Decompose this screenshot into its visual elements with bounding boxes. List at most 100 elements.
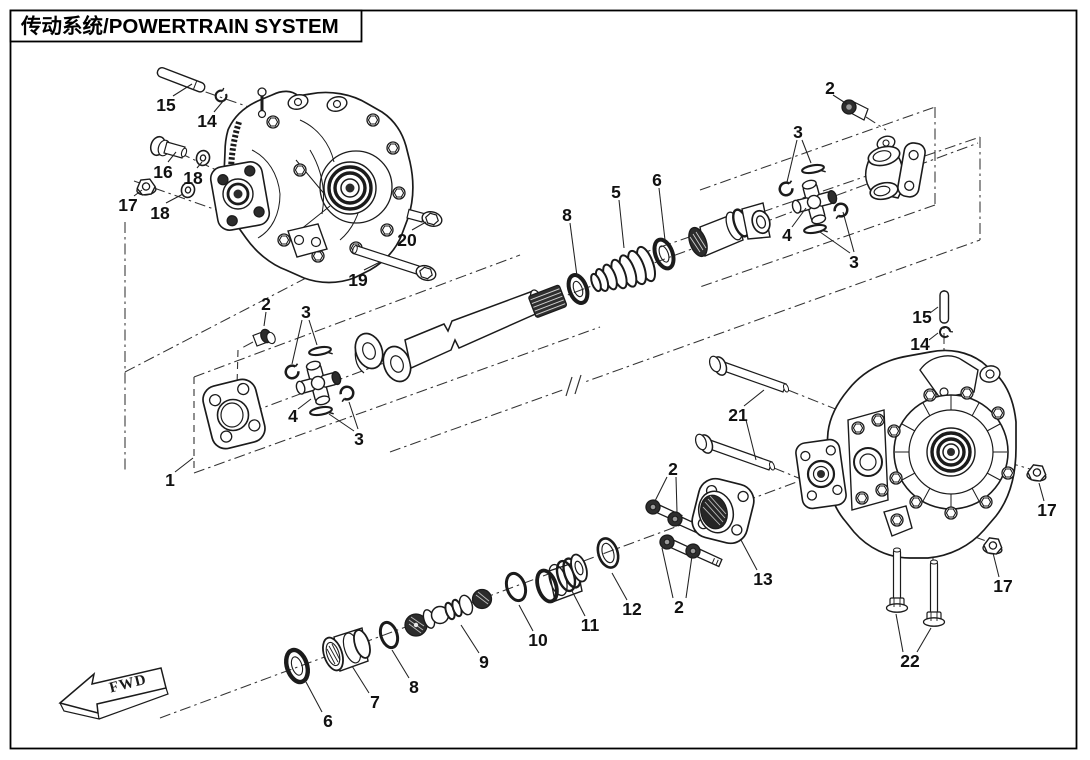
coupler-7 — [322, 627, 371, 672]
leader-line — [685, 555, 693, 599]
leader-line — [842, 211, 855, 253]
leader-line — [391, 649, 410, 679]
leader-line — [305, 681, 323, 713]
bolt-22-a — [885, 547, 909, 613]
leader-line — [328, 413, 355, 432]
leader-line — [213, 99, 225, 113]
leader-line — [801, 139, 812, 164]
bolt-2-left — [252, 328, 276, 347]
pin-15-left — [156, 66, 206, 93]
title-box — [9, 9, 363, 43]
callout-13: 13 — [753, 569, 773, 589]
break-symbol — [560, 374, 586, 397]
title-block: 传动系统/POWERTRAIN SYSTEM — [9, 9, 363, 43]
leader-line — [165, 193, 184, 204]
callout-3: 3 — [354, 429, 364, 449]
leader-line — [460, 624, 480, 654]
callout-4: 4 — [782, 225, 792, 245]
leader-line — [411, 221, 427, 231]
coupler-11 — [535, 553, 588, 604]
callout-2: 2 — [261, 294, 271, 314]
leader-line — [661, 547, 674, 599]
leader-line — [348, 401, 359, 430]
ring-8-upper — [566, 273, 590, 305]
callout-1: 1 — [165, 470, 175, 490]
leader-line — [791, 207, 807, 228]
callout-18: 18 — [150, 203, 170, 223]
callout-4: 4 — [288, 406, 298, 426]
ring-6-upper — [652, 237, 676, 271]
leader-line — [518, 604, 534, 632]
leader-line — [928, 332, 939, 341]
callout-21: 21 — [728, 405, 748, 425]
leader-line — [611, 572, 628, 601]
leader-line — [308, 319, 318, 346]
callout-6: 6 — [652, 170, 662, 190]
yoke-flange — [864, 135, 926, 201]
callout-14: 14 — [910, 334, 930, 354]
leader-line — [740, 539, 758, 571]
callout-10: 10 — [528, 630, 548, 650]
callout-11: 11 — [581, 615, 600, 635]
leader-line — [745, 419, 757, 461]
front-hardware — [135, 66, 445, 284]
callout-18: 18 — [183, 168, 203, 188]
leader-line — [819, 231, 851, 254]
leader-line — [196, 161, 203, 169]
leader-line — [1038, 482, 1045, 502]
leader-line — [675, 476, 678, 513]
bolt-22-b — [922, 559, 946, 627]
callout-9: 9 — [479, 652, 489, 672]
spline-end — [528, 284, 568, 318]
leader-line — [133, 189, 143, 197]
callout-20: 20 — [397, 230, 417, 250]
pin-15-right — [939, 290, 950, 324]
axle-parts-row — [284, 537, 620, 685]
bolt-16 — [149, 135, 188, 159]
leader-line — [172, 83, 193, 97]
callout-2: 2 — [668, 459, 678, 479]
leader-line — [832, 94, 848, 105]
callout-2: 2 — [825, 78, 835, 98]
leader-line — [569, 222, 578, 277]
leader-line — [992, 552, 1000, 578]
leader-line — [291, 319, 303, 365]
leader-line — [618, 199, 625, 249]
callout-3: 3 — [849, 252, 859, 272]
rear-gearbox-drawing — [795, 349, 1017, 559]
leader-line — [654, 476, 668, 502]
bolt-20 — [406, 208, 445, 230]
ring-12 — [596, 537, 620, 569]
callout-17: 17 — [1037, 500, 1056, 520]
leader-line — [916, 627, 932, 653]
leader-line — [363, 261, 381, 271]
leader-line — [929, 306, 939, 314]
callout-22: 22 — [900, 651, 920, 671]
leader-line — [743, 389, 765, 407]
leader-line — [658, 187, 666, 241]
coupler-sleeve — [688, 202, 771, 258]
callout-3: 3 — [793, 122, 803, 142]
page-title: 传动系统/POWERTRAIN SYSTEM — [20, 14, 339, 38]
ring-10 — [504, 571, 528, 603]
leader-line — [571, 590, 586, 617]
callout-17: 17 — [993, 576, 1012, 596]
shaft-9 — [404, 588, 493, 637]
hub-13-group — [643, 477, 755, 568]
bolt-21-a — [708, 355, 790, 393]
callout-16: 16 — [153, 162, 173, 182]
callout-17: 17 — [118, 195, 137, 215]
leader-line — [786, 139, 798, 183]
leader-line — [895, 613, 904, 653]
leader-line — [351, 665, 370, 694]
shaft-boot-group — [566, 202, 771, 305]
boot-5 — [590, 245, 657, 293]
callout-8: 8 — [409, 677, 419, 697]
rear-hardware — [694, 290, 1049, 627]
flange-1-and-ujoint — [202, 328, 357, 450]
upper-right-ujoint-group — [777, 99, 926, 237]
propshaft-drawing — [354, 284, 568, 383]
